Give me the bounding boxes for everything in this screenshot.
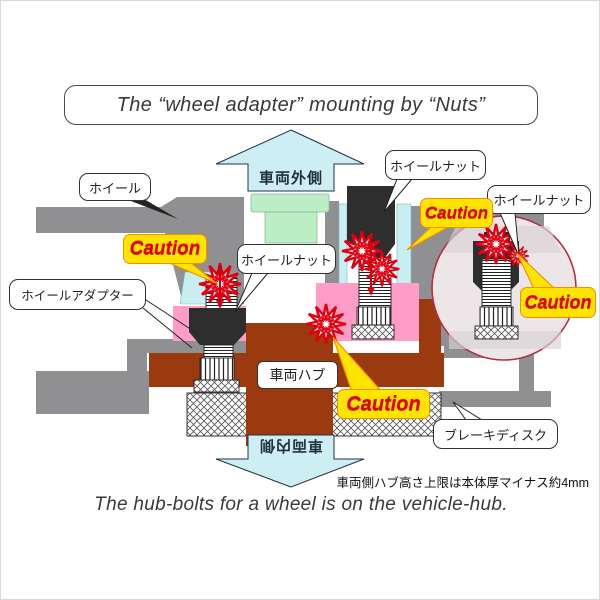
- brake-disc-label: ブレーキディスク: [433, 419, 558, 449]
- wheel-adapter-label: ホイールアダプター: [9, 279, 146, 310]
- outer-side-arrow-label: 車両外側: [258, 169, 323, 187]
- bottom-caption: The hub-bolts for a wheel is on the vehi…: [94, 494, 508, 515]
- wheel-slab-right: [439, 391, 551, 407]
- center-pilot: [250, 193, 330, 244]
- left-bolt-assembly: [189, 261, 246, 393]
- wheel-nut-label-center: ホイールナット: [237, 244, 336, 274]
- right-bolt-assembly: [340, 186, 401, 340]
- caution-tails: [166, 225, 559, 393]
- outer-side-arrow: [215, 129, 365, 192]
- wheel-nut-label-right: ホイールナット: [487, 185, 591, 214]
- caution-badge-left: Caution: [123, 234, 207, 264]
- caution-badge-top-right: Caution: [420, 198, 493, 228]
- magnifier-circle: [431, 215, 577, 361]
- wheel-nut-label-top: ホイールナット: [385, 150, 486, 180]
- inner-side-arrow: [215, 434, 365, 488]
- hub-height-note: 車両側ハブ高さ上限は本体厚マイナス約4mm: [336, 476, 589, 490]
- caution-badge-bottom: Caution: [337, 389, 430, 419]
- wheel-connector-left: [127, 339, 147, 373]
- wheel-slab-left: [36, 371, 149, 414]
- vehicle-hub-label: 車両ハブ: [257, 361, 338, 389]
- leader-lines: [123, 178, 520, 421]
- caution-badge-circle: Caution: [520, 287, 596, 318]
- inner-side-arrow-label: 車両内側: [259, 437, 324, 455]
- wheel-label: ホイール: [79, 173, 151, 201]
- diagram-title: The “wheel adapter” mounting by “Nuts”: [64, 85, 538, 125]
- left-wheel-nut: [189, 308, 246, 345]
